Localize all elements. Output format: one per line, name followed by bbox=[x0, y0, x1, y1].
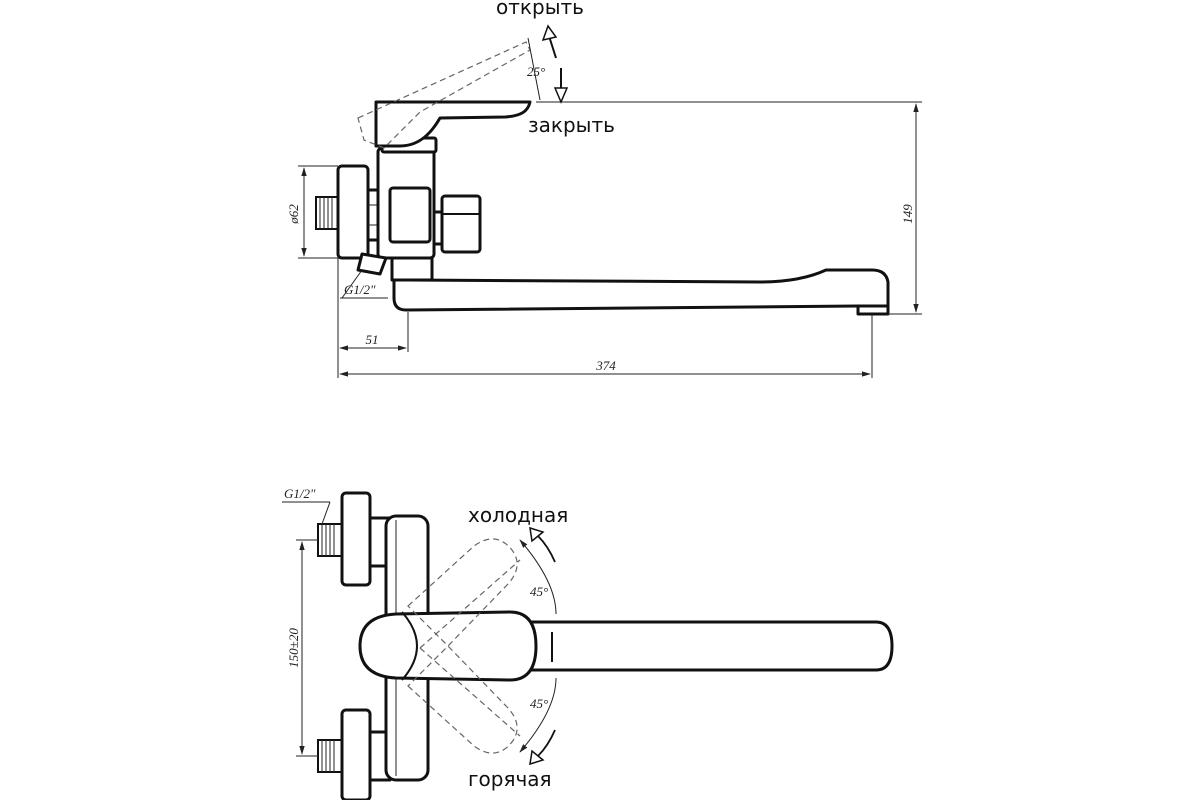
aerator bbox=[856, 304, 890, 316]
height-dimension: 149 bbox=[900, 204, 915, 224]
length-dimension: 374 bbox=[595, 358, 616, 373]
diameter-dimension: ø62 bbox=[286, 204, 301, 225]
diverter-knob bbox=[432, 194, 482, 254]
lever-angle: 25° bbox=[527, 64, 545, 79]
side-view: 149 ø62 G1/2" 51 374 25° открыть з bbox=[286, 0, 922, 378]
open-arrow bbox=[541, 24, 558, 59]
spout bbox=[392, 268, 890, 314]
upper-thread bbox=[317, 523, 343, 557]
top-flange-lower bbox=[340, 708, 372, 800]
hot-arrow bbox=[529, 729, 556, 766]
top-lever bbox=[358, 610, 538, 682]
close-arrow bbox=[553, 68, 569, 104]
top-spout bbox=[518, 620, 894, 672]
open-label: открыть bbox=[496, 0, 584, 19]
lever-cold-ghost bbox=[407, 538, 518, 647]
eccentric-thread bbox=[315, 196, 339, 230]
hot-angle: 45° bbox=[530, 696, 548, 711]
spacing-dimension: 150±20 bbox=[286, 628, 301, 668]
top-view: 45° 45° холодная горячая 150±20 G1/2" bbox=[282, 486, 894, 800]
offset-dimension: 51 bbox=[366, 332, 379, 347]
side-thread-label: G1/2" bbox=[344, 282, 376, 297]
side-outlet bbox=[356, 252, 388, 276]
spout-collar bbox=[390, 256, 434, 282]
hot-label: горячая bbox=[468, 767, 552, 791]
top-flange-upper bbox=[340, 491, 372, 587]
cold-angle: 45° bbox=[530, 584, 548, 599]
cold-arrow bbox=[529, 526, 556, 563]
wall-flange bbox=[336, 164, 370, 260]
body-cap bbox=[388, 186, 432, 244]
close-label: закрыть bbox=[528, 113, 615, 137]
cold-label: холодная bbox=[468, 503, 568, 527]
lever-open-ghost bbox=[357, 41, 531, 149]
lever-closed bbox=[374, 100, 532, 148]
lower-thread bbox=[317, 739, 343, 773]
top-thread-label: G1/2" bbox=[284, 486, 316, 501]
lever-hot-ghost bbox=[407, 645, 518, 754]
